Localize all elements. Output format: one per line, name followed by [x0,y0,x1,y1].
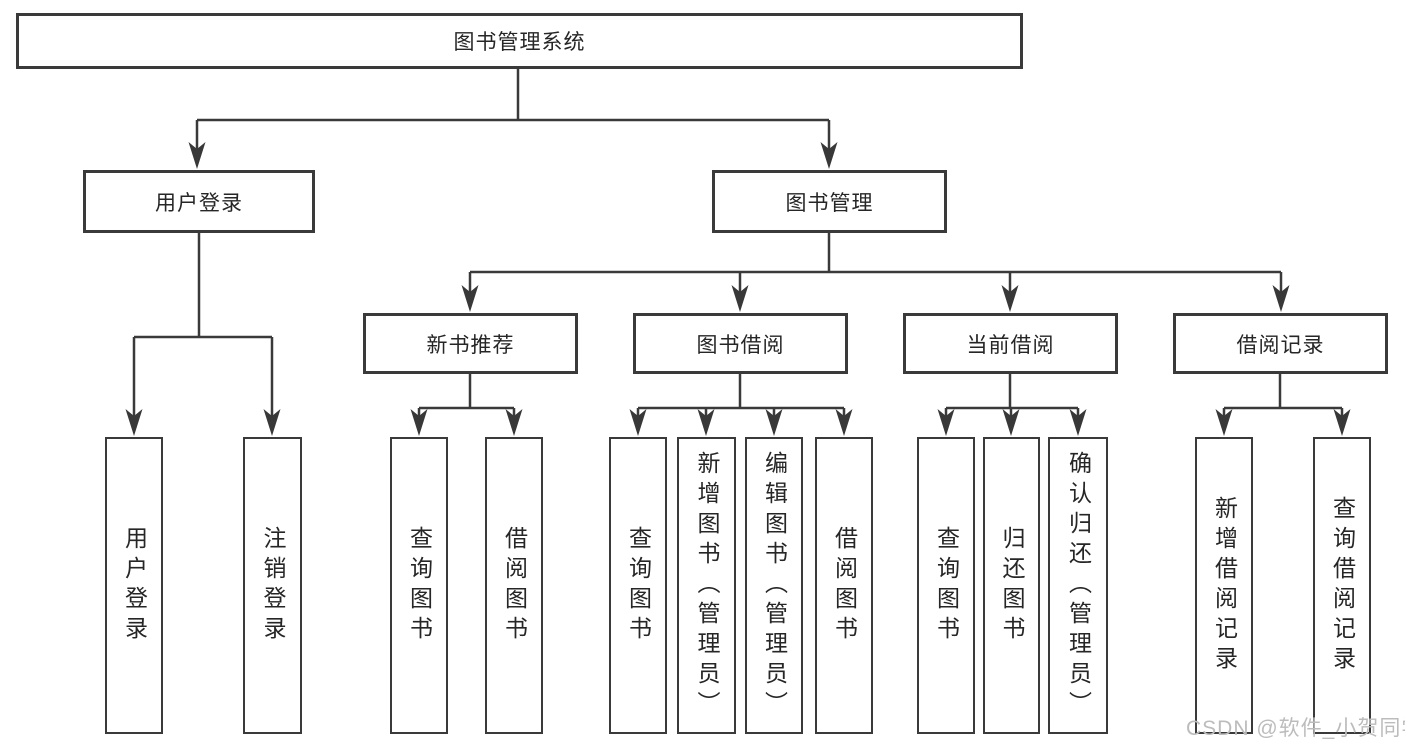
leaf-add-book-admin: 新增图书（管理员） [677,437,736,734]
leaf-edit-book-admin-label: 编辑图书（管理员） [761,450,788,721]
leaf-query-books-current-label: 查询图书 [933,525,960,646]
leaf-logout-label: 注销登录 [260,525,286,646]
leaf-add-borrow-record: 新增借阅记录 [1195,437,1253,734]
leaf-query-books-borrowing: 查询图书 [609,437,667,734]
leaf-query-books-borrowing-label: 查询图书 [625,525,652,646]
node-book-borrowing: 图书借阅 [633,313,848,374]
leaf-logout: 注销登录 [243,437,302,734]
leaf-add-borrow-record-label: 新增借阅记录 [1211,495,1238,676]
leaf-edit-book-admin: 编辑图书（管理员） [745,437,803,734]
leaf-borrow-books-recommend: 借阅图书 [485,437,543,734]
connector-user-login-subtree [132,233,274,417]
node-current-borrowing: 当前借阅 [903,313,1118,374]
leaf-query-books-current: 查询图书 [917,437,975,734]
leaf-borrow-books-borrowing-label: 借阅图书 [831,525,858,646]
node-new-book-recommend-label: 新书推荐 [426,333,515,357]
leaf-user-login-label: 用户登录 [121,525,148,646]
connector-borrowing-records-subtree [1222,374,1344,417]
connector-root-to-level1 [195,69,831,150]
leaf-query-books-recommend: 查询图书 [390,437,448,734]
leaf-borrow-books-borrowing: 借阅图书 [815,437,873,734]
leaf-return-book-label: 归还图书 [999,525,1025,646]
node-current-borrowing-label: 当前借阅 [966,333,1055,357]
node-book-borrowing-label: 图书借阅 [696,333,785,357]
leaf-confirm-return-admin-label: 确认归还（管理员） [1065,450,1092,721]
leaf-query-borrow-record: 查询借阅记录 [1313,437,1371,734]
node-book-management: 图书管理 [712,170,947,233]
connector-current-borrowing-subtree [944,374,1080,417]
node-new-book-recommend: 新书推荐 [363,313,578,374]
connector-book-borrowing-subtree [636,374,846,417]
node-root-system: 图书管理系统 [16,13,1023,69]
leaf-return-book: 归还图书 [983,437,1040,734]
node-user-login-label: 用户登录 [155,191,243,215]
node-user-login: 用户登录 [83,170,315,233]
leaf-confirm-return-admin: 确认归还（管理员） [1048,437,1108,734]
node-borrowing-records: 借阅记录 [1173,313,1388,374]
leaf-borrow-books-recommend-label: 借阅图书 [501,525,528,646]
leaf-user-login: 用户登录 [105,437,163,734]
leaf-query-borrow-record-label: 查询借阅记录 [1329,495,1356,676]
node-book-management-label: 图书管理 [785,191,874,215]
csdn-watermark: CSDN @软件_小贺同学 [1186,717,1405,740]
node-borrowing-records-label: 借阅记录 [1236,333,1325,357]
connector-book-management-subtree [468,233,1283,293]
node-root-system-label: 图书管理系统 [453,31,586,54]
leaf-query-books-recommend-label: 查询图书 [406,525,433,646]
connector-new-book-recommend-subtree [417,374,516,417]
leaf-add-book-admin-label: 新增图书（管理员） [694,450,720,721]
